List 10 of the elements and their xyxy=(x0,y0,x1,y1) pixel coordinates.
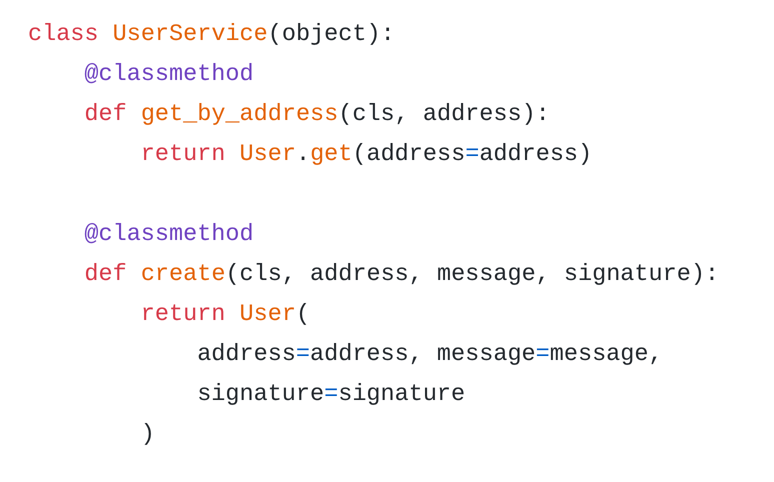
code-line: @classmethod xyxy=(84,60,254,90)
code-line: ) xyxy=(140,420,155,450)
code-line: return User( xyxy=(140,300,310,330)
code-line: address=address, message=message, xyxy=(197,340,663,370)
code-line: signature=signature xyxy=(197,380,466,410)
code-line: def create(cls, address, message, signature): xyxy=(84,260,720,290)
code-line: @classmethod xyxy=(84,220,254,250)
code-line: return User.get(address=address) xyxy=(140,140,592,170)
code-line: def get_by_address(cls, address): xyxy=(84,100,550,130)
code-line: class UserService(object): xyxy=(28,20,395,50)
